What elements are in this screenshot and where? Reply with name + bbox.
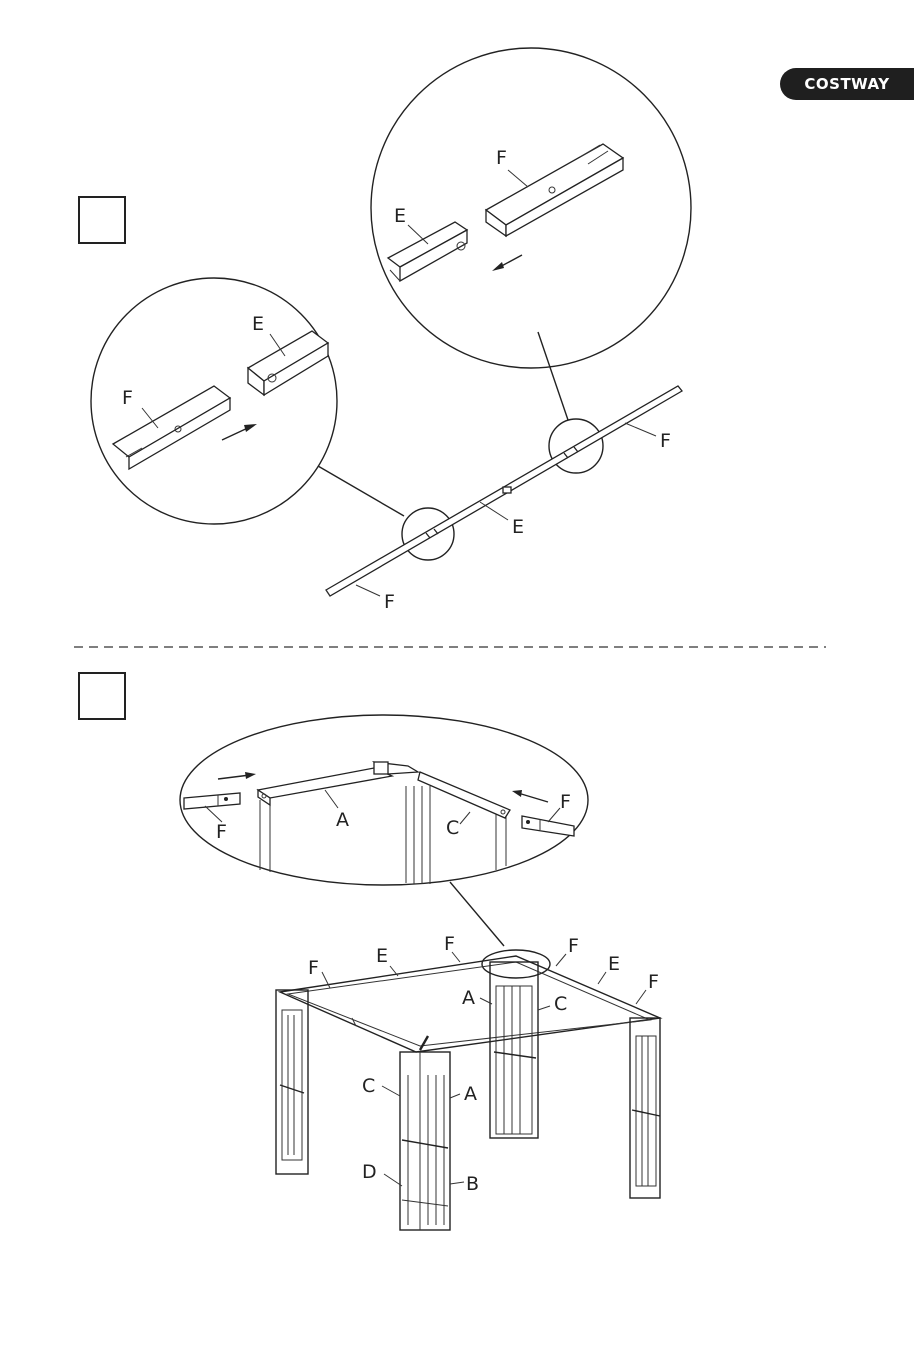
label-f-top-detail: F (496, 147, 507, 169)
label-f-gazebo-2: F (444, 933, 455, 955)
label-d-gazebo: D (362, 1161, 377, 1183)
label-e-left-detail: E (252, 313, 264, 335)
label-f-ellipse-left: F (216, 821, 227, 843)
step1-overview-rail (326, 386, 682, 596)
label-f-ellipse-right: F (560, 791, 571, 813)
label-f-left-rail: F (384, 591, 395, 613)
label-f-gazebo-4: F (648, 971, 659, 993)
step1-detail-top (371, 48, 691, 420)
label-c-gazebo-2: C (362, 1075, 375, 1097)
label-f-gazebo-1: F (308, 957, 319, 979)
label-e-top-detail: E (394, 205, 406, 227)
label-e-rail: E (512, 516, 524, 538)
label-c-ellipse: C (446, 817, 459, 839)
label-b-gazebo: B (466, 1173, 479, 1195)
step1-detail-left (91, 278, 404, 524)
step2-detail-ellipse (180, 715, 588, 946)
label-e-gazebo-2: E (608, 953, 620, 975)
label-c-gazebo-1: C (554, 993, 567, 1015)
label-f-left-detail: F (122, 387, 133, 409)
label-f-right-rail: F (660, 430, 671, 452)
label-e-gazebo-1: E (376, 945, 388, 967)
label-f-gazebo-3: F (568, 935, 579, 957)
label-a-gazebo-2: A (464, 1083, 477, 1105)
label-a-ellipse: A (336, 809, 349, 831)
label-a-gazebo-1: A (462, 987, 475, 1009)
